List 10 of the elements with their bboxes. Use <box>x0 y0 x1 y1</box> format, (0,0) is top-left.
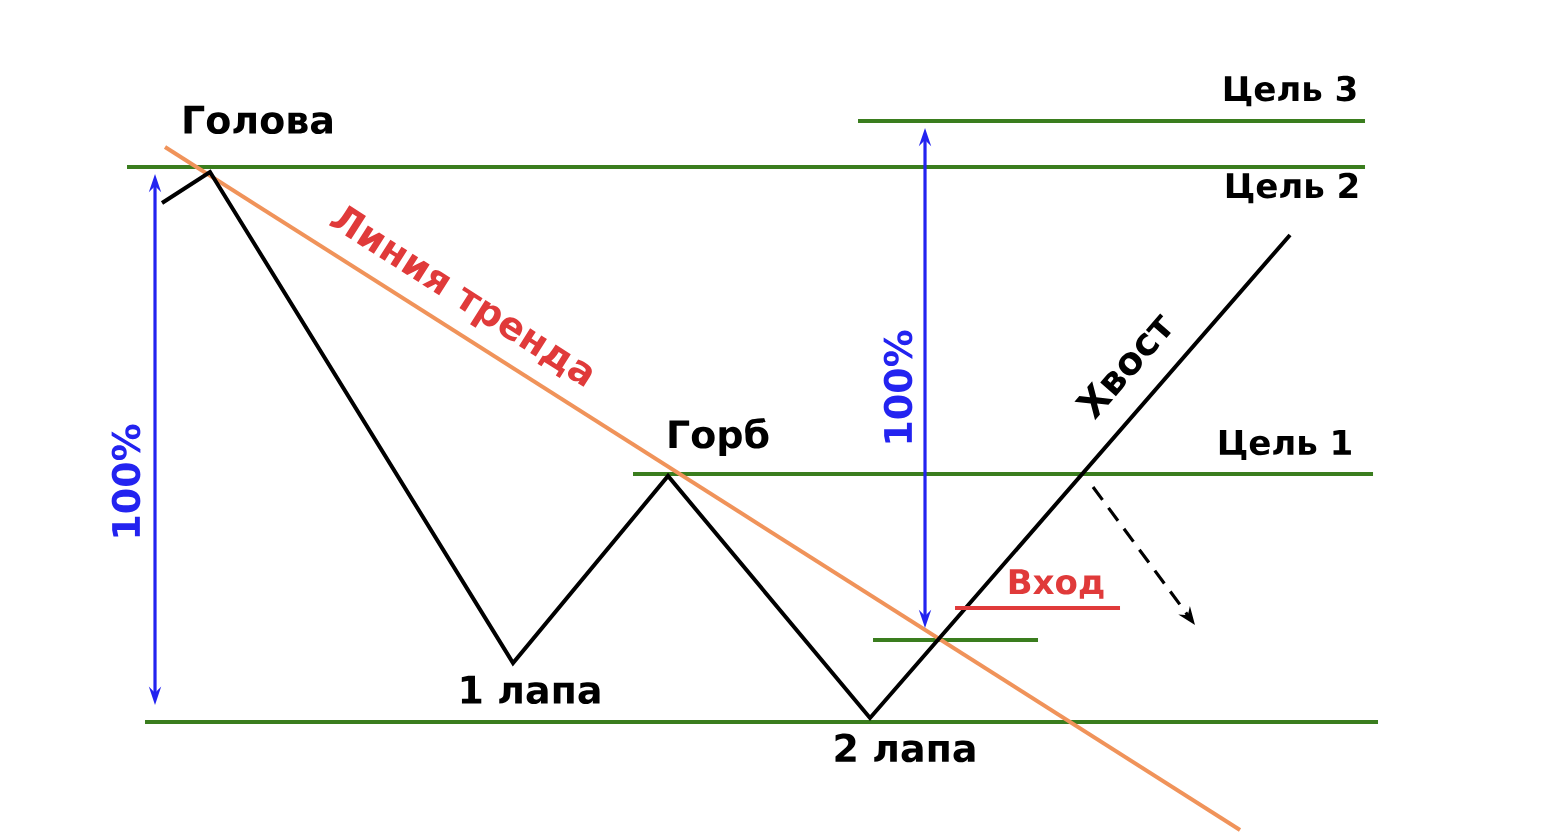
target-label: Цель 3 <box>1224 75 1356 107</box>
pattern-label: 2 лапа <box>835 733 975 763</box>
pattern-label: Горб <box>669 417 769 456</box>
pattern-label: 1 лапа <box>461 675 600 705</box>
target-label: Цель 2 <box>1226 172 1358 204</box>
target-label: Цель 1 <box>1219 429 1351 461</box>
pattern-label: Голова <box>184 105 332 135</box>
percent-label: 100% <box>883 330 913 443</box>
entry-label: Вход <box>1009 569 1104 599</box>
percent-label: 100% <box>111 424 141 537</box>
